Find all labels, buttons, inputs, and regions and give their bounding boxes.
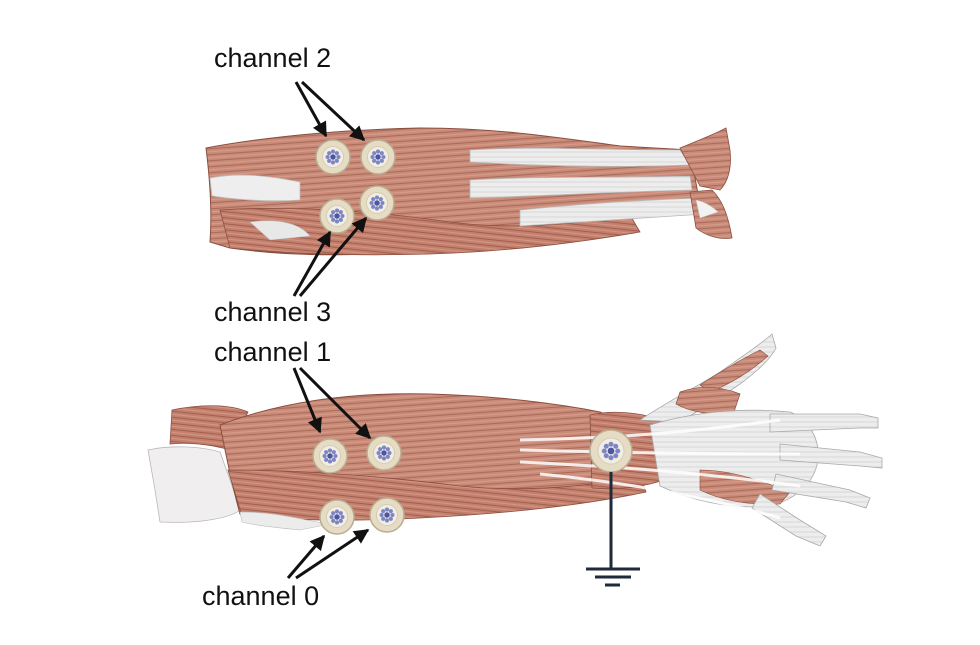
arrow-channel-3-a xyxy=(292,230,332,297)
electrode-channel-3-b xyxy=(359,185,395,221)
top-forearm-tendons xyxy=(469,147,691,167)
arrow-channel-3-b xyxy=(298,216,368,297)
electrode-ground xyxy=(589,429,633,473)
electrode-channel-3-a xyxy=(319,198,355,234)
electrode-channel-2-b xyxy=(360,139,396,175)
electrode-channel-1-a xyxy=(312,438,348,474)
arrow-channel-2-b xyxy=(300,80,366,142)
ground-symbol-icon xyxy=(586,472,640,587)
electrode-channel-0-b xyxy=(369,497,405,533)
label-channel-2: channel 2 xyxy=(214,43,332,73)
label-channel-3: channel 3 xyxy=(214,297,332,327)
arrow-channel-1-a xyxy=(292,367,322,434)
label-channel-1: channel 1 xyxy=(214,337,332,367)
electrode-channel-0-a xyxy=(319,499,355,535)
arrow-channel-2-a xyxy=(294,81,328,138)
elbow-region xyxy=(147,446,241,523)
arrow-channel-0-a xyxy=(286,534,326,579)
bottom-arm xyxy=(147,333,883,547)
electrode-channel-1-b xyxy=(366,435,402,471)
arrow-channel-0-b xyxy=(295,528,370,580)
electrodes xyxy=(312,139,633,535)
label-channel-0: channel 0 xyxy=(202,581,320,611)
electrode-channel-2-a xyxy=(315,139,351,175)
fingers xyxy=(751,413,883,547)
arrow-channel-1-b xyxy=(298,366,372,440)
top-forearm xyxy=(205,127,733,256)
arrows xyxy=(286,80,372,580)
